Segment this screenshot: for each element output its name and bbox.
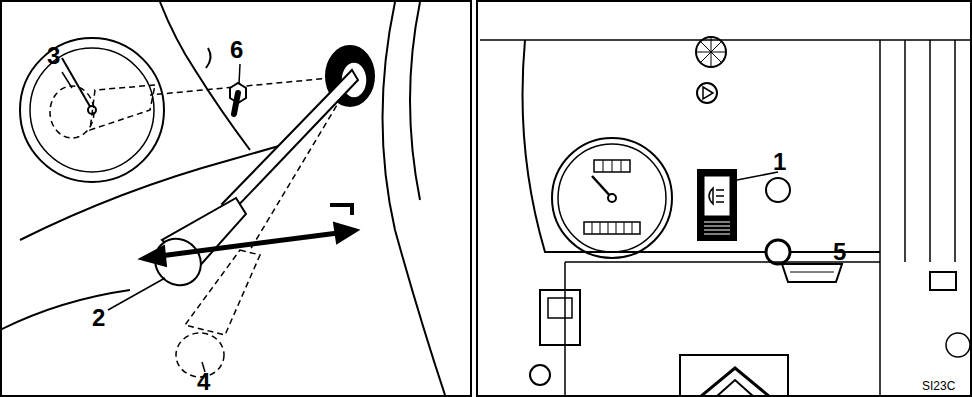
stalk-ghost-rod: [150, 76, 352, 95]
stalk-ghost-grip: [90, 85, 155, 130]
vent-spokes: [696, 37, 726, 67]
leader-line: [108, 278, 165, 310]
console-switch: [540, 290, 580, 345]
speedometer-bezel: [20, 38, 164, 182]
callout-number: 1: [773, 150, 786, 174]
figure-code: SI23C: [922, 380, 955, 392]
vent-louvre: [904, 40, 906, 262]
leader-line: [737, 172, 778, 180]
callout-number: 6: [230, 38, 243, 62]
gauge-needle: [62, 58, 92, 110]
stalk-ghost-knob: [50, 86, 94, 138]
radio-slot: [782, 264, 842, 282]
dash-edge: [2, 290, 130, 330]
callout-number: 3: [47, 44, 60, 68]
console-knob: [946, 333, 970, 357]
dash-lamp: [766, 178, 790, 202]
vent-louvre: [879, 40, 881, 395]
needle-hub: [608, 194, 616, 202]
column-bracket: [330, 205, 352, 215]
gauge-bezel: [552, 138, 672, 258]
dash-vent: [696, 37, 726, 67]
headlamp-symbol: [709, 188, 724, 204]
gauge-scale: [603, 160, 621, 172]
arrow-head: [140, 246, 166, 266]
gauge-scale: [592, 222, 632, 234]
badge: [700, 368, 770, 395]
console-switch: [548, 298, 572, 318]
lamp-symbol: [703, 87, 713, 99]
arrow-head: [334, 223, 358, 243]
badge: [716, 380, 754, 395]
movement-arrow: [160, 233, 338, 256]
push-button: [766, 240, 790, 264]
gauge-scale: [594, 160, 630, 172]
radio-slot: [790, 272, 834, 273]
dash-edge: [160, 2, 250, 150]
vent-louvre: [954, 40, 956, 262]
vent-louvre: [929, 40, 931, 262]
callout-number: 2: [92, 306, 105, 330]
console-switch: [930, 272, 956, 290]
steering-shroud: [410, 2, 420, 200]
panel-frame: [477, 1, 971, 396]
panel-frame: [1, 1, 471, 396]
stalk-rod: [222, 70, 358, 212]
console-outline: [565, 262, 880, 395]
leader-line: [239, 64, 240, 84]
light-switch: [698, 170, 736, 240]
switch-rocker: [704, 176, 730, 216]
leader-line: [791, 251, 830, 253]
switch-ridges: [704, 222, 730, 234]
console-knob: [530, 365, 550, 385]
gauge-scale: [584, 222, 640, 234]
callout-number: 4: [197, 370, 210, 394]
callout-number: 5: [833, 240, 846, 264]
console-panel: [680, 355, 788, 395]
binnacle-outline: [523, 40, 881, 252]
toggle-lever: [234, 93, 238, 114]
dash-edge: [20, 140, 300, 240]
dash-mark: [206, 48, 211, 68]
leader-line: [62, 72, 72, 88]
dash-top: [480, 39, 970, 41]
gauge-dial: [558, 144, 666, 252]
steering-shroud: [383, 2, 446, 395]
warning-lamp: [697, 83, 717, 103]
